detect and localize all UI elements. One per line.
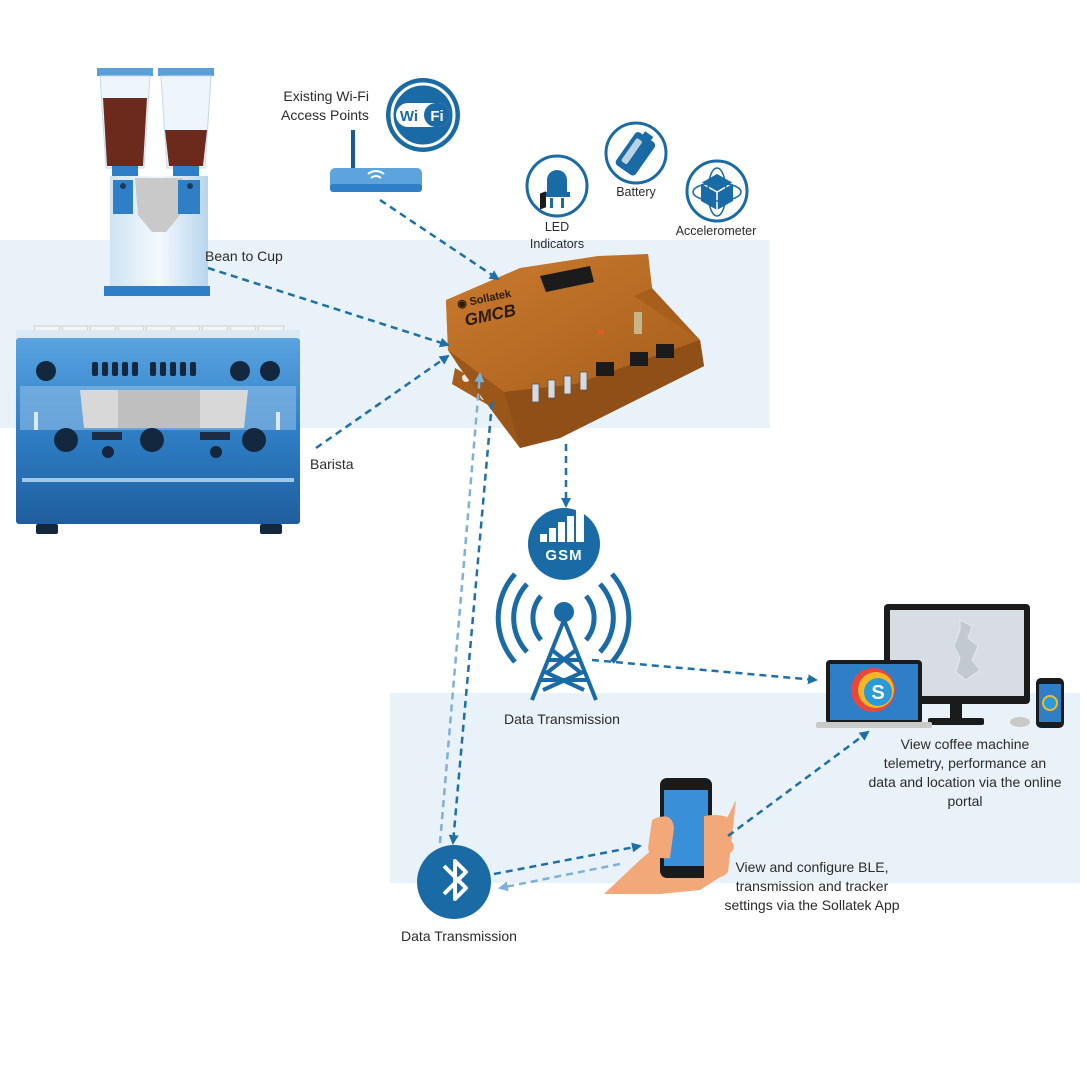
gsm-badge-icon: GSM (528, 508, 600, 580)
arrow-phone-to-portal (727, 730, 870, 838)
arrow-device-to-ble (448, 401, 494, 845)
svg-text:Fi: Fi (430, 108, 443, 125)
gsm-badge-text: GSM (545, 547, 582, 564)
tower-structure (530, 602, 598, 701)
gmcb-device-icon: ◉ Sollatek GMCB (446, 191, 704, 448)
wifi-label-line-2: Access Points (281, 107, 369, 123)
bean-to-cup-label: Bean to Cup (205, 248, 283, 264)
cell-tower-icon (495, 572, 632, 664)
bluetooth-icon (417, 845, 491, 919)
app-label-line-2: transmission and tracker (735, 878, 889, 894)
battery-label: Battery (616, 185, 656, 199)
wifi-label-line-1: Existing Wi-Fi (283, 88, 369, 104)
accelerometer-label: Accelerometer (675, 224, 757, 238)
arrow-barista-to-device (315, 354, 450, 450)
app-label-line-1: View and configure BLE, (735, 859, 889, 875)
led-label-line-2: Indicators (529, 237, 585, 251)
accelerometer-icon (685, 159, 749, 223)
arrow-ble-to-device (438, 372, 485, 844)
portal-label-line-4: portal (947, 793, 983, 809)
wifi-badge-icon: Wi Fi (386, 78, 460, 152)
portal-label-line-3: data and location via the online (868, 774, 1062, 790)
app-label-line-3: settings via the Sollatek App (724, 897, 900, 913)
espresso-machine-icon (16, 325, 300, 534)
portal-label: View coffee machine telemetry, performan… (868, 735, 1061, 811)
led-label: LED Indicators (530, 219, 584, 253)
ble-transmission-label: Data Transmission (401, 928, 517, 944)
battery-icon (604, 121, 668, 185)
portal-label-line-1: View coffee machine (900, 736, 1030, 752)
arrow-phone-to-ble (498, 862, 621, 892)
arrow-bean-to-device (207, 266, 450, 348)
app-label: View and configure BLE, transmission and… (724, 858, 899, 915)
phone-in-hand-icon (604, 778, 736, 894)
gsm-transmission-label: Data Transmission (504, 711, 620, 727)
arrow-ble-to-phone (493, 842, 642, 876)
svg-text:S: S (871, 682, 884, 704)
led-icon (525, 154, 589, 218)
bean-to-cup-machine-icon (97, 68, 214, 296)
router-icon (330, 130, 422, 192)
barista-label: Barista (310, 456, 354, 472)
wifi-label: Existing Wi-Fi Access Points (278, 87, 369, 125)
wifi-badge-text: Wi (400, 108, 418, 125)
portal-devices-icon: S (816, 604, 1064, 728)
led-label-line-1: LED (544, 220, 570, 234)
arrow-gsm-to-portal (591, 658, 818, 685)
portal-label-line-2: telemetry, performance an (883, 755, 1047, 771)
